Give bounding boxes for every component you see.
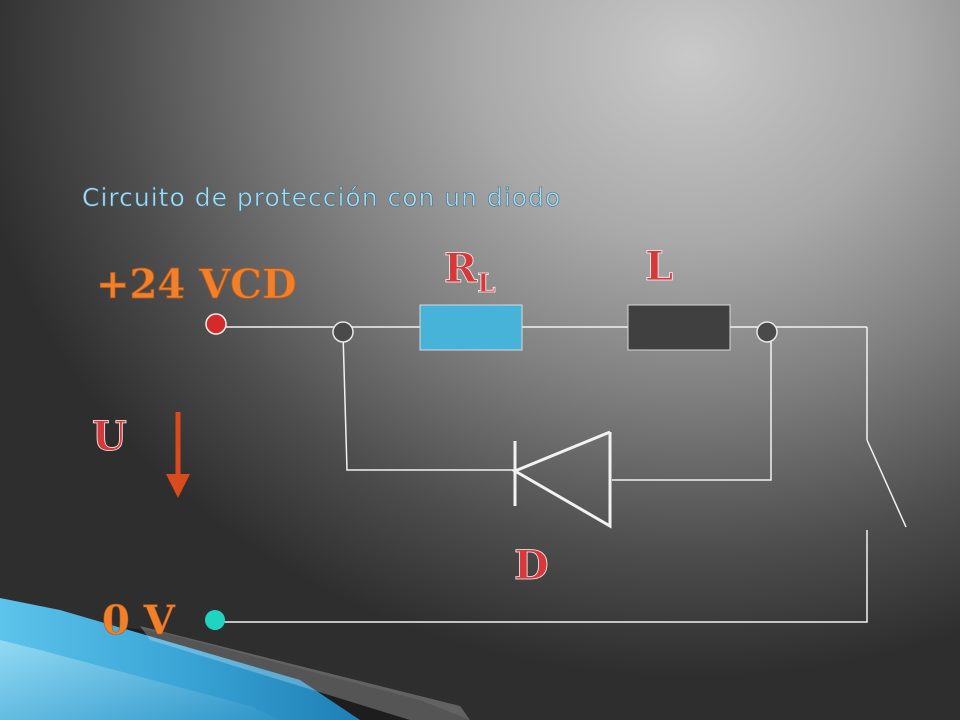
resistor-label: RL	[444, 245, 496, 299]
resistor-label-sub: L	[477, 269, 495, 299]
resistor-label-main: R	[444, 245, 478, 292]
load-resistor	[419, 304, 523, 351]
voltage-arrow	[166, 412, 190, 498]
junction-node-right	[756, 321, 778, 343]
wire-diode-left	[342, 332, 514, 471]
wire-diode-right	[612, 333, 772, 481]
slide-title: Circuito de protección con un diodo	[82, 183, 561, 212]
inductor	[627, 304, 731, 351]
circuit-wires	[216, 326, 868, 623]
ground-voltage-label: 0 V	[102, 597, 176, 644]
decorative-corner	[0, 598, 470, 720]
switch-contact	[866, 439, 907, 528]
junction-node-left	[332, 321, 354, 343]
diode-symbol	[511, 430, 612, 529]
diode-label: D	[514, 542, 549, 589]
inductor-label: L	[645, 243, 673, 290]
supply-terminal	[205, 313, 227, 335]
voltage-u-label: U	[92, 413, 127, 460]
diode-triangle	[511, 430, 612, 529]
ground-terminal	[205, 610, 225, 630]
supply-voltage-label: +24 VCD	[96, 261, 297, 308]
wire-switch-lower	[216, 530, 868, 623]
